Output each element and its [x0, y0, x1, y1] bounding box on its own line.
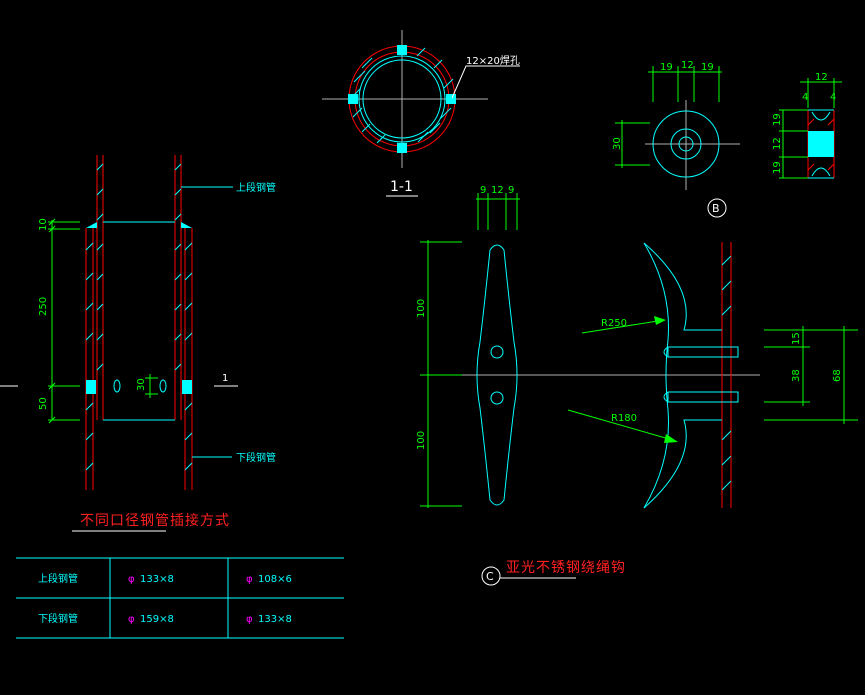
detail-b: 19 12 19 30 12 4 4 19 12 19 B — [612, 60, 842, 218]
table-row: 下段钢管 φ 159×8 φ 133×8 — [38, 612, 292, 625]
detail-b-marker: B — [712, 202, 720, 215]
spec-value: 133×8 — [258, 614, 292, 625]
dim-b-30: 30 — [612, 137, 623, 150]
phi-icon: φ — [246, 614, 253, 625]
dim-c-12: 12 — [491, 185, 504, 196]
pipe-joint-title: 不同口径钢管插接方式 — [80, 512, 230, 529]
phi-icon: φ — [246, 574, 253, 585]
dim-b-side-19-top: 19 — [772, 113, 783, 126]
dim-10: 10 — [38, 218, 49, 231]
phi-icon: φ — [128, 614, 135, 625]
dim-b-19-left: 19 — [660, 62, 673, 73]
dim-50: 50 — [38, 397, 49, 410]
lower-pipe-label: 下段钢管 — [236, 451, 276, 464]
radius-250: R250 — [601, 318, 627, 329]
dim-b-12: 12 — [681, 60, 694, 71]
dim-b-side-12-mid: 12 — [772, 137, 783, 150]
spec-value: 133×8 — [140, 574, 174, 585]
row-name: 下段钢管 — [38, 612, 78, 625]
phi-icon: φ — [128, 574, 135, 585]
spec-value: 108×6 — [258, 574, 292, 585]
dim-b-19-right: 19 — [701, 62, 714, 73]
dim-b-side-4-left: 4 — [802, 92, 808, 103]
section-1-1: 12×20焊孔 1-1 — [322, 30, 520, 197]
detail-c-marker: C — [486, 570, 494, 583]
pipe-joint-elevation: 30 1 10 250 50 上段钢管 下段钢管 不同口径钢管插接方式 — [0, 155, 276, 532]
dim-c-15: 15 — [791, 332, 802, 345]
dim-c-9-left: 9 — [480, 185, 486, 196]
dim-b-side-12: 12 — [815, 72, 828, 83]
row-name: 上段钢管 — [38, 572, 78, 585]
table-row: 上段钢管 φ 133×8 φ 108×6 — [38, 572, 292, 585]
dim-c-100-top: 100 — [416, 299, 427, 318]
section-cut-mark: 1 — [222, 373, 228, 384]
upper-pipe-label: 上段钢管 — [236, 181, 276, 194]
radius-180: R180 — [611, 413, 637, 424]
dim-b-side-4-right: 4 — [830, 92, 836, 103]
dim-c-68: 68 — [832, 369, 843, 382]
dim-30: 30 — [136, 378, 147, 391]
section-title: 1-1 — [390, 179, 413, 195]
dim-250: 250 — [38, 297, 49, 316]
detail-c-title: 亚光不锈钢绕绳钩 — [506, 560, 626, 576]
section-note: 12×20焊孔 — [466, 55, 520, 67]
dim-c-100-bottom: 100 — [416, 431, 427, 450]
dim-c-38: 38 — [791, 369, 802, 382]
spec-value: 159×8 — [140, 614, 174, 625]
pipe-spec-table: 上段钢管 φ 133×8 φ 108×6 下段钢管 φ 159×8 φ 133×… — [16, 557, 344, 639]
dim-b-side-19-bottom: 19 — [772, 161, 783, 174]
detail-c: 9 12 9 100 100 R250 R180 — [416, 185, 858, 586]
dim-c-9-right: 9 — [508, 185, 514, 196]
